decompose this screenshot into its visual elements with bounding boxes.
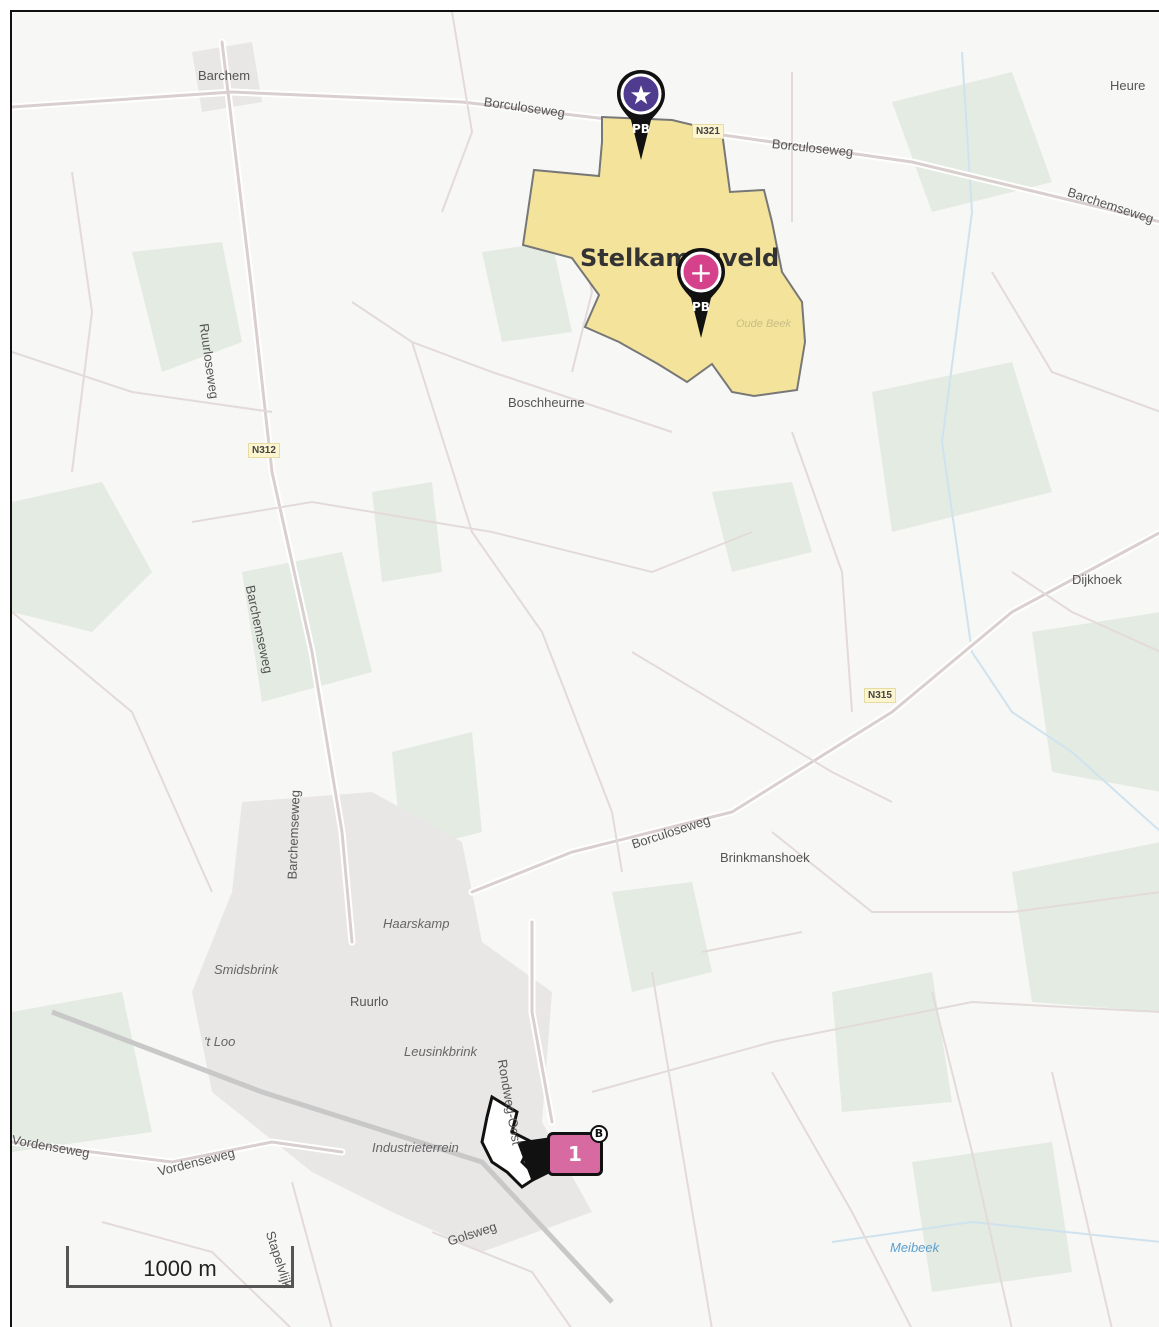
pin-pink-circle [680, 251, 722, 293]
place-label-brinkmanshoek: Brinkmanshoek [720, 850, 810, 865]
place-label-barchem: Barchem [198, 68, 251, 83]
site-marker-number: 1 [568, 1142, 582, 1166]
shield-n312: N312 [248, 443, 280, 458]
water-label-meibeek: Meibeek [890, 1240, 940, 1255]
place-label-leusinkbrink: Leusinkbrink [404, 1044, 477, 1059]
site-connector [517, 1137, 552, 1182]
place-label-industrieterrein: Industrieterrein [372, 1140, 459, 1155]
scale-bar-label: 1000 m [143, 1256, 217, 1281]
map-pin-pink[interactable]: + PB [674, 246, 728, 340]
site-outline[interactable] [480, 1094, 540, 1189]
place-label-ruurlo: Ruurlo [350, 994, 389, 1009]
shield-n315: N315 [864, 688, 896, 703]
place-label-smidsbrink: Smidsbrink [214, 962, 279, 977]
shield-n321: N321 [692, 124, 724, 139]
map-pin-purple[interactable]: ★ PB [614, 68, 668, 162]
pin-code-label: PB [632, 122, 650, 136]
place-label-tloo: 't Loo [204, 1034, 236, 1049]
road-label-barchemseweg-3: Barchemseweg [284, 789, 303, 880]
scale-bar-left-tick [66, 1246, 69, 1288]
pin-purple-circle [620, 73, 662, 115]
place-label-heure: Heure [1110, 78, 1146, 93]
streams [831, 51, 1159, 1243]
place-label-boschheurne: Boschheurne [508, 395, 585, 410]
place-label-dijkhoek: Dijkhoek [1072, 572, 1122, 587]
map-canvas[interactable]: Barchem Heure Boschheurne Dijkhoek Brink… [10, 10, 1159, 1327]
pin-code-label: PB [692, 300, 710, 314]
railway [51, 1009, 614, 1304]
plus-icon: + [689, 256, 712, 289]
site-marker-letter: B [590, 1125, 608, 1143]
scale-bar: 1000 m [66, 1246, 294, 1288]
place-label-haarskamp: Haarskamp [383, 916, 450, 931]
main-roads [12, 40, 1159, 1164]
asterisk-icon: ★ [629, 81, 652, 111]
scale-bar-right-tick [291, 1246, 294, 1288]
scale-bar-line [66, 1285, 294, 1288]
site-marker-badge[interactable]: 1 B [547, 1125, 608, 1176]
water-label-oude-beek: Oude Beek [736, 318, 792, 330]
minor-roads [12, 12, 1159, 1327]
stelkampsveld-area[interactable] [521, 115, 807, 398]
map-basemap [12, 12, 1159, 1327]
